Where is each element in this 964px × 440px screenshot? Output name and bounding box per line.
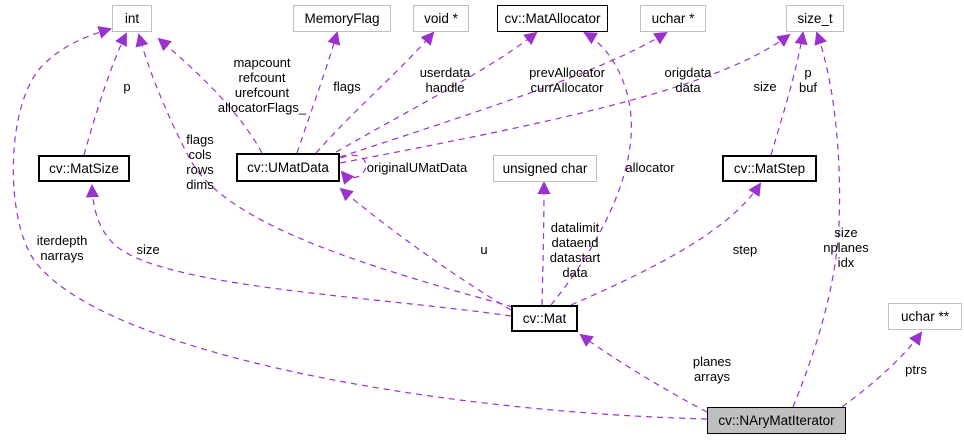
edge-label-umatdata-memoryflag: flags [333,79,361,94]
node-ucharpp: uchar ** [888,303,962,330]
edge-matstep-sizet [770,31,808,156]
edge-label-umatdata-self: originalUMatData [366,160,468,175]
edge-umatdata-int [157,37,263,154]
node-matallocator[interactable]: cv::MatAllocator [497,5,608,32]
edge-mat-uchar [537,181,551,306]
node-voidp: void * [413,5,469,32]
node-mat[interactable]: cv::Mat [511,305,578,332]
edge-label-nary-ucharpp: ptrs [905,362,927,377]
edge-nary-ucharpp [841,331,923,408]
edge-label-umatdata-int: mapcount refcount urefcount allocatorFla… [217,55,307,115]
edge-label-nary-mat: planes arrays [692,354,732,384]
edge-label-mat-int: flags cols rows dims [186,132,214,192]
edge-mat-matstep [570,182,762,306]
edge-label-mat-umatdata: u [480,242,488,257]
edge-label-mat-matallocator: allocator [625,160,675,175]
node-ucharp: uchar * [640,5,706,32]
edge-nary-mat [579,333,708,413]
edge-label-umatdata-sizet: size [753,79,777,94]
edge-label-umatdata-matallocator: prevAllocator currAllocator [529,65,605,95]
edge-label-matsize-int: p [123,79,131,94]
edge-label-mat-matsize: size [136,242,160,257]
node-int: int [112,5,152,32]
edge-umatdata-umatdata [340,154,367,185]
edge-label-mat-matstep: step [732,242,758,257]
edge-matsize-int [83,32,127,156]
edge-label-mat-uchar: datalimit dataend datastart data [549,220,601,280]
edge-umatdata-memoryflag [296,31,341,154]
edge-mat-matsize [85,184,512,317]
node-sizet: size_t [786,5,844,32]
edge-mat-matallocator [550,32,632,306]
edge-label-matstep-sizet: p buf [798,65,818,95]
edge-nary-sizet [792,31,841,408]
node-matsize[interactable]: cv::MatSize [38,155,130,182]
node-uchar: unsigned char [493,155,597,182]
edge-label-nary-int: iterdepth narrays [36,233,88,263]
node-umatdata[interactable]: cv::UMatData [236,153,340,182]
edge-umatdata-matallocator [335,31,538,153]
node-matstep[interactable]: cv::MatStep [722,155,817,182]
edge-label-nary-sizet: size nplanes idx [823,225,869,270]
edge-mat-int [135,33,514,308]
edge-nary-int [12,26,708,420]
edge-label-umatdata-ucharp: origdata data [664,65,712,95]
node-memoryflag: MemoryFlag [293,5,391,32]
edge-mat-umatdata [339,187,512,311]
edge-umatdata-sizet [339,33,791,164]
edge-umatdata-ucharp [339,31,668,158]
edge-label-umatdata-voidp: userdata handle [419,65,471,95]
node-nary: cv::NAryMatIterator [707,407,846,434]
